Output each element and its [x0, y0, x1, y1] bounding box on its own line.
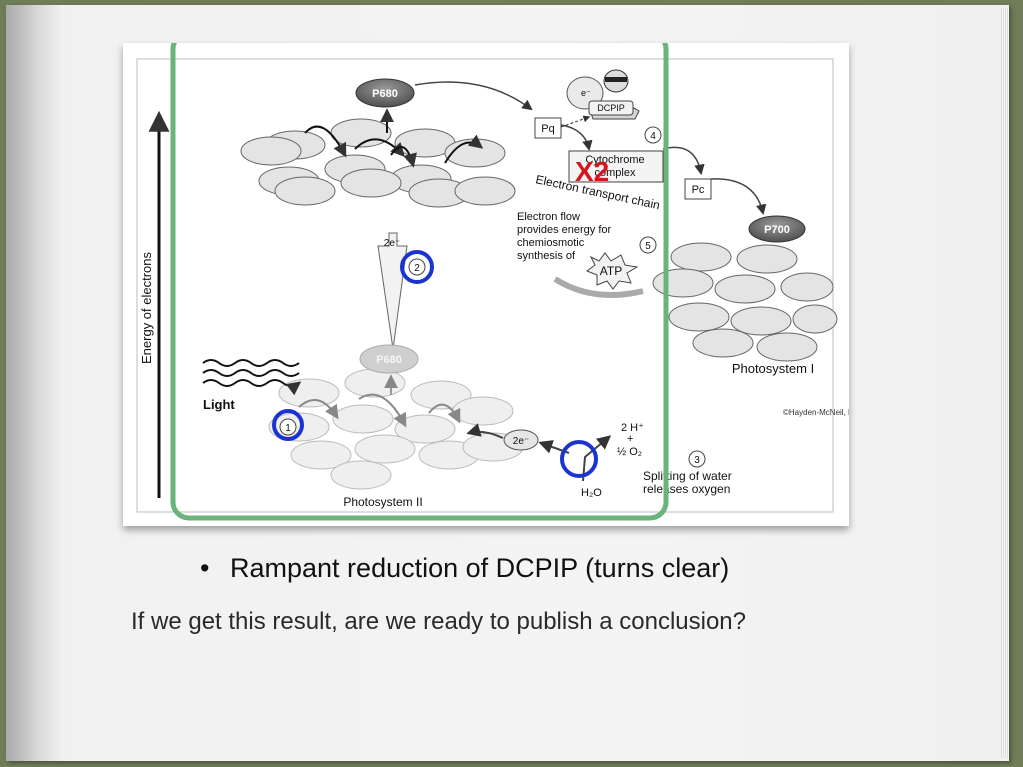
electron-flow-text-3: chemiosmotic — [517, 237, 585, 249]
light-reaction-diagram: Energy of electrons P680 Pq — [136, 43, 849, 521]
step-4-label: 4 — [650, 131, 656, 142]
cytochrome-label-2: complex — [595, 167, 636, 179]
p680-top-label: P680 — [372, 88, 398, 100]
two-electron-left-label: 2e⁻ — [513, 436, 529, 447]
page-edges — [1001, 8, 1009, 758]
photosystem-i-label: Photosystem I — [732, 361, 814, 376]
half-o2-label: ½ O₂ — [617, 446, 642, 458]
two-h-plus-label: 2 H⁺ — [621, 422, 644, 434]
diagram-card: Energy of electrons P680 Pq — [123, 43, 849, 526]
blue-circle-step-1 — [272, 409, 304, 441]
excitation-arrow — [377, 232, 408, 350]
atp-burst — [585, 252, 639, 290]
step-2-label: 2 — [414, 263, 420, 274]
two-electron-disc — [503, 429, 539, 451]
p680-bottom-node — [359, 344, 419, 374]
p680-top-node — [355, 78, 415, 108]
step-5-marker — [639, 236, 657, 254]
question-text: If we get this result, are we ready to p… — [131, 608, 746, 635]
step-1-marker — [279, 418, 297, 436]
electron-flow-text-1: Electron flow — [517, 211, 580, 223]
electrons-to-ps2-arrow — [466, 423, 504, 439]
light-label: Light — [203, 397, 235, 412]
cytochrome-to-pc-arrow — [662, 146, 705, 176]
step-3-label: 3 — [694, 455, 700, 466]
pc-to-p700-arrow — [710, 178, 767, 216]
plus-label: + — [627, 433, 633, 445]
bullet-line: • Rampant reduction of DCPIP (turns clear… — [200, 553, 729, 584]
copyright-label: ©Hayden-McNeil, LLC — [783, 408, 849, 417]
p700-label: P700 — [764, 224, 790, 236]
pq-box — [534, 117, 562, 139]
step-3-marker — [688, 450, 706, 468]
splitting-water-text-1: Splitting of water — [643, 469, 732, 483]
electron-symbol: e⁻ — [581, 88, 591, 98]
photosystem-ii-label: Photosystem II — [343, 495, 422, 509]
pq-to-cytochrome-arrow — [560, 124, 593, 152]
atp-flow-arrow — [553, 276, 644, 298]
light-waves-icon — [202, 359, 302, 396]
step-2-marker — [408, 258, 426, 276]
electron-flow-text-4: synthesis of — [517, 250, 576, 262]
photosystem-ii-excited-cluster — [240, 118, 516, 208]
bullet-dot: • — [200, 553, 210, 583]
photosystem-i-cluster — [652, 242, 838, 362]
step-1-label: 1 — [285, 423, 291, 434]
highlight-box — [170, 43, 669, 521]
dcpip-label: DCPIP — [597, 103, 625, 113]
atp-label: ATP — [600, 264, 622, 278]
pc-box — [684, 178, 712, 200]
h2o-label: H₂O — [581, 487, 602, 499]
page-spine-shadow — [6, 5, 61, 761]
p680-bottom-label: P680 — [376, 354, 402, 366]
cytochrome-label-1: Cytochrome — [585, 154, 644, 166]
dcpip-thief-icon: e⁻ DCPIP — [566, 69, 640, 120]
pq-label: Pq — [541, 123, 554, 135]
p680-to-pq-arrow — [414, 81, 533, 111]
cytochrome-box — [568, 150, 664, 183]
step-5-label: 5 — [645, 241, 651, 252]
blue-circle-water-split — [560, 440, 598, 478]
two-electron-up-label: 2e⁻ — [384, 238, 400, 249]
splitting-water-text-2: releases oxygen — [643, 482, 730, 496]
pc-label: Pc — [692, 184, 705, 196]
photosystem-ii-ground-cluster — [268, 368, 524, 490]
water-to-oxygen-arrow — [582, 435, 612, 482]
p700-node — [748, 215, 806, 243]
step-4-marker — [644, 126, 662, 144]
x2-mark: X2 — [575, 156, 609, 187]
bullet-text: Rampant reduction of DCPIP (turns clear) — [230, 553, 730, 583]
blue-circle-step-2 — [400, 250, 434, 284]
energy-axis-label: Energy of electrons — [139, 252, 154, 365]
electron-flow-text-2: provides energy for — [517, 224, 611, 236]
